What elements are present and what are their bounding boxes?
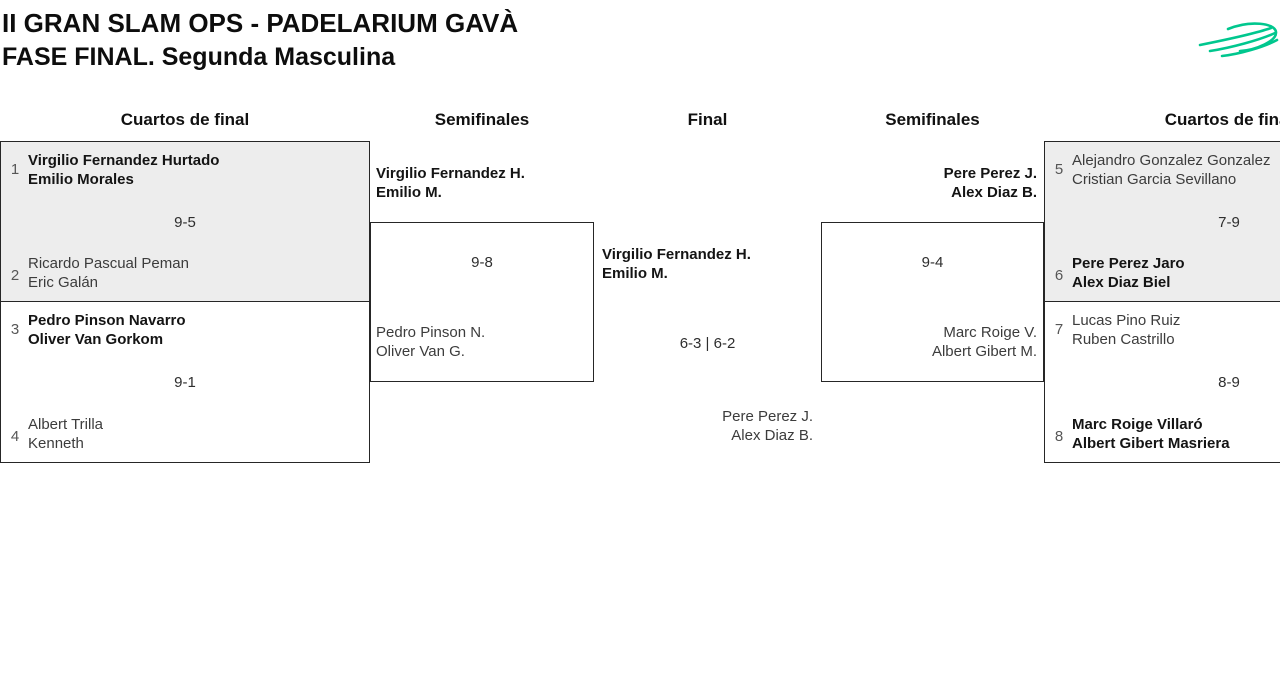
match-quarterfinal-2[interactable]: 3 Pedro Pinson Navarro Oliver Van Gorkom…: [0, 302, 370, 463]
seed-number: 2: [10, 267, 20, 284]
player-name: Pedro Pinson Navarro: [28, 312, 186, 329]
team-entry: Albert Trilla Kenneth: [28, 415, 103, 453]
team-entry: Pere Perez J. Alex Diaz B.: [944, 164, 1037, 202]
player-name: Pere Perez J.: [943, 165, 1037, 182]
player-name: Oliver Van G.: [376, 343, 465, 360]
round-header-final: Final: [687, 110, 728, 129]
player-name: Albert Gibert M.: [931, 343, 1037, 360]
seed-number: 7: [1054, 321, 1064, 338]
match-quarterfinal-4[interactable]: 7 Lucas Pino Ruiz Ruben Castrillo 8-9 8 …: [1044, 302, 1280, 463]
team-entry: Pere Perez Jaro Alex Diaz Biel: [1072, 254, 1185, 292]
player-name: Alex Diaz Biel: [1072, 274, 1171, 291]
player-name: Virgilio Fernandez H.: [602, 246, 751, 263]
seed-number: 8: [1054, 428, 1064, 445]
match-quarterfinal-3[interactable]: 5 Alejandro Gonzalez Gonzalez Cristian G…: [1044, 141, 1280, 302]
page-title: II GRAN SLAM OPS - PADELARIUM GAVÀ: [2, 8, 519, 38]
team-entry: Virgilio Fernandez H. Emilio M.: [376, 164, 525, 202]
seed-number: 4: [10, 428, 20, 445]
player-name: Oliver Van Gorkom: [28, 331, 164, 348]
match-score: 9-5: [174, 214, 196, 231]
team-entry: Marc Roige Villaró Albert Gibert Masrier…: [1072, 415, 1230, 453]
team-entry: Alejandro Gonzalez Gonzalez Cristian Gar…: [1072, 151, 1270, 189]
team-entry: Virgilio Fernandez Hurtado Emilio Morale…: [28, 151, 219, 189]
round-header-semifinals-right: Semifinales: [885, 110, 980, 129]
team-entry: Pedro Pinson N. Oliver Van G.: [376, 323, 485, 361]
match-quarterfinal-1[interactable]: 1 Virgilio Fernandez Hurtado Emilio Mora…: [0, 141, 370, 302]
player-name: Eric Galán: [28, 274, 99, 291]
player-name: Marc Roige Villaró: [1072, 416, 1203, 433]
seed-number: 1: [10, 161, 20, 178]
match-score: 7-9: [1218, 214, 1240, 231]
player-name: Alejandro Gonzalez Gonzalez: [1072, 152, 1271, 169]
round-header-quarterfinals-left: Cuartos de final: [120, 110, 250, 129]
player-name: Pere Perez J.: [722, 408, 813, 425]
player-name: Ricardo Pascual Peman: [28, 255, 189, 272]
match-score: 6-3 | 6-2: [679, 335, 736, 352]
player-name: Marc Roige V.: [943, 324, 1037, 341]
player-name: Kenneth: [28, 435, 84, 452]
player-name: Alex Diaz B.: [951, 184, 1037, 201]
seed-number: 3: [10, 321, 20, 338]
seed-number: 6: [1054, 267, 1064, 284]
player-name: Virgilio Fernandez Hurtado: [28, 152, 220, 169]
match-semifinal-left[interactable]: Virgilio Fernandez H. Emilio M. 9-8 Pedr…: [370, 165, 594, 382]
player-name: Emilio M.: [602, 265, 668, 282]
player-name: Alex Diaz B.: [731, 427, 813, 444]
team-entry: Virgilio Fernandez H. Emilio M.: [602, 245, 751, 283]
round-header-semifinals-left: Semifinales: [434, 110, 530, 129]
match-final[interactable]: Virgilio Fernandez H. Emilio M. 6-3 | 6-…: [594, 222, 821, 462]
player-name: Ruben Castrillo: [1072, 331, 1175, 348]
ops-logo-icon: [1198, 22, 1279, 58]
player-name: Emilio Morales: [28, 171, 134, 188]
team-entry: Marc Roige V. Albert Gibert M.: [932, 323, 1037, 361]
team-entry: Pedro Pinson Navarro Oliver Van Gorkom: [28, 311, 186, 349]
seed-number: 5: [1054, 161, 1064, 178]
team-entry: Lucas Pino Ruiz Ruben Castrillo: [1072, 311, 1180, 349]
player-name: Virgilio Fernandez H.: [376, 165, 525, 182]
player-name: Lucas Pino Ruiz: [1072, 312, 1181, 329]
match-semifinal-right[interactable]: Pere Perez J. Alex Diaz B. 9-4 Marc Roig…: [821, 165, 1044, 382]
player-name: Albert Trilla: [28, 416, 104, 433]
team-entry: Ricardo Pascual Peman Eric Galán: [28, 254, 189, 292]
player-name: Emilio M.: [376, 184, 442, 201]
match-score: 9-8: [471, 254, 493, 271]
match-score: 8-9: [1218, 374, 1240, 391]
player-name: Cristian Garcia Sevillano: [1072, 171, 1237, 188]
player-name: Pere Perez Jaro: [1072, 255, 1185, 272]
player-name: Albert Gibert Masriera: [1072, 435, 1230, 452]
team-entry: Pere Perez J. Alex Diaz B.: [722, 407, 813, 445]
match-score: 9-4: [921, 254, 944, 271]
player-name: Pedro Pinson N.: [376, 324, 486, 341]
page-subtitle: FASE FINAL. Segunda Masculina: [2, 43, 396, 71]
match-score: 9-1: [174, 374, 196, 391]
round-header-quarterfinals-right: Cuartos de final: [1164, 110, 1280, 129]
